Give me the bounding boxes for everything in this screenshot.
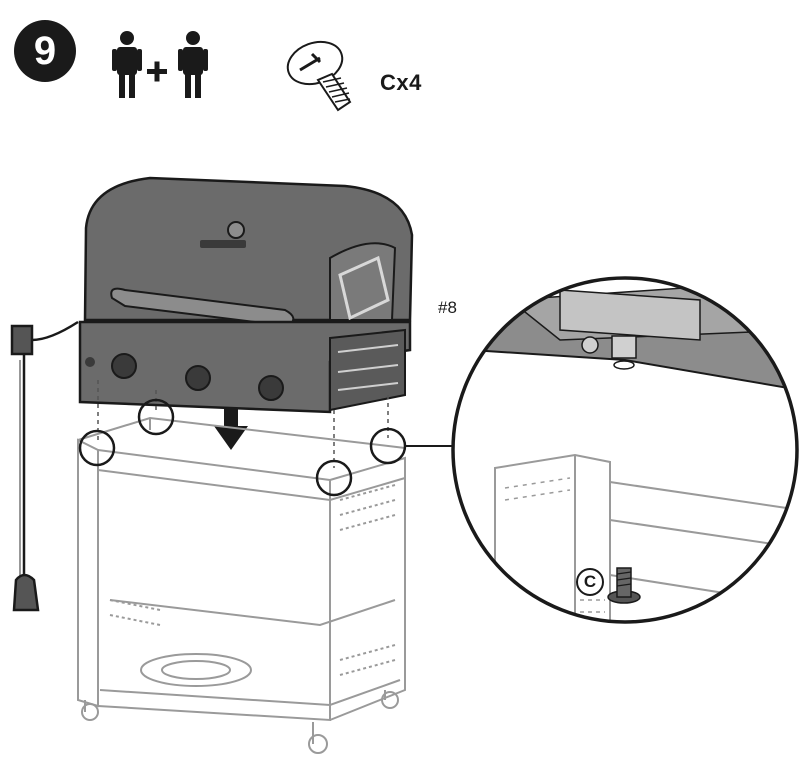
two-person-icon (112, 31, 208, 98)
plus-icon (147, 61, 167, 82)
bolt-part-label: C (583, 572, 597, 591)
grill-head (78, 176, 414, 414)
bolt-detail-icon (607, 567, 641, 604)
person-icon (178, 31, 208, 98)
grill-head-part-label: #8 (438, 298, 457, 317)
down-arrow-icon (214, 408, 248, 450)
grill-cart (77, 416, 406, 754)
hardware-quantity-label: Cx4 (380, 70, 422, 95)
detail-magnifier (451, 276, 799, 624)
attachment-point-markers (78, 398, 407, 497)
part-c-badge (576, 568, 604, 596)
step-number: 9 (33, 29, 57, 73)
step-badge (14, 20, 76, 82)
person-icon (112, 31, 142, 98)
gas-hose (10, 320, 79, 612)
bolt-icon (286, 40, 352, 112)
